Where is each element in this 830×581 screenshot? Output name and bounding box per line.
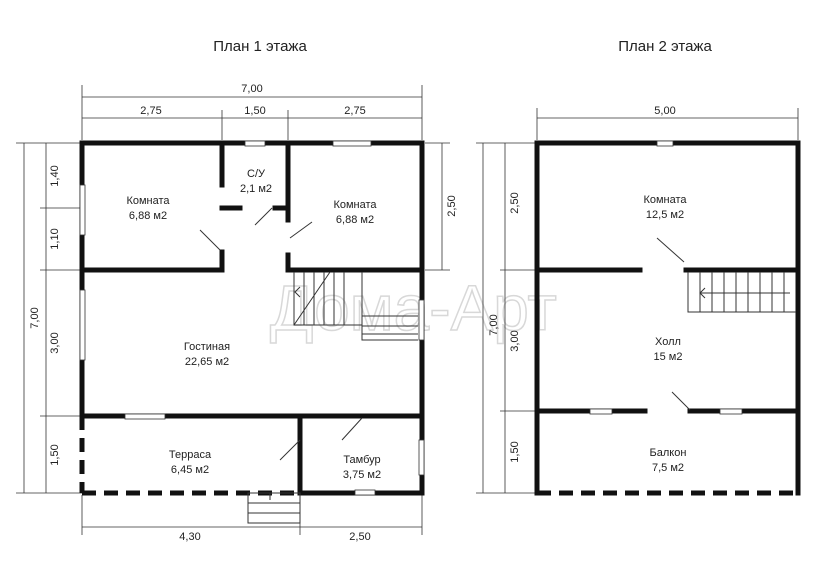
dim-p1-left-1: 1,40 bbox=[49, 165, 61, 186]
dim-p1-bottom-left: 4,30 bbox=[179, 531, 200, 543]
door-swing bbox=[254, 207, 273, 226]
door-swing bbox=[279, 439, 301, 461]
door-swing bbox=[199, 229, 221, 251]
plan-2-windows bbox=[589, 140, 743, 415]
plan-1-room-labels: Комната 6,88 м2 С/У 2,1 м2 Комната 6,88 … bbox=[126, 168, 381, 481]
dim-p1-bottom-right: 2,50 bbox=[349, 531, 370, 543]
room-area: 6,45 м2 bbox=[171, 464, 209, 476]
plan-1-windows bbox=[79, 140, 425, 496]
dim-p1-right-1: 2,50 bbox=[446, 195, 458, 216]
plan-2-left-dimensions: 7,00 2,50 3,00 1,50 bbox=[476, 142, 537, 494]
window bbox=[79, 289, 86, 361]
door-swing bbox=[289, 221, 313, 239]
plan-1: План 1 этажа 7,00 2,75 1,50 2,75 7,00 1,… bbox=[16, 38, 458, 543]
window bbox=[656, 140, 674, 147]
plan-1-title: План 1 этажа bbox=[213, 38, 307, 55]
room-area: 12,5 м2 bbox=[646, 209, 684, 221]
door-swing bbox=[671, 391, 691, 411]
room-area: 6,88 м2 bbox=[336, 214, 374, 226]
room-name: Тамбур bbox=[343, 454, 380, 466]
plan-1-entrance-steps bbox=[247, 492, 301, 524]
room-name: Комната bbox=[333, 199, 377, 211]
window bbox=[719, 408, 743, 415]
plan-1-right-dimensions: 2,50 bbox=[425, 142, 458, 271]
plan-2-doors bbox=[656, 237, 691, 411]
plan-2: План 2 этажа 5,00 7,00 2,50 3,00 1,50 bbox=[476, 38, 801, 496]
plan-1-left-dimensions: 7,00 1,40 1,10 3,00 1,50 bbox=[16, 142, 82, 494]
room-name: С/У bbox=[247, 168, 266, 180]
door-swing bbox=[341, 417, 363, 441]
window bbox=[79, 184, 86, 236]
dim-p2-left-3: 1,50 bbox=[509, 441, 521, 462]
window bbox=[124, 413, 166, 420]
window bbox=[418, 299, 425, 341]
watermark-logo: Дома-Арт bbox=[270, 272, 557, 344]
room-name: Балкон bbox=[650, 447, 687, 459]
window bbox=[332, 140, 372, 147]
plan-1-bottom-dimensions: 4,30 2,50 bbox=[81, 495, 423, 543]
room-area: 2,1 м2 bbox=[240, 183, 272, 195]
dim-p1-top-mid: 1,50 bbox=[244, 105, 265, 117]
window bbox=[354, 489, 376, 496]
window bbox=[418, 439, 425, 476]
room-area: 6,88 м2 bbox=[129, 210, 167, 222]
room-area: 7,5 м2 bbox=[652, 462, 684, 474]
plan-2-top-dimensions: 5,00 bbox=[536, 105, 799, 140]
plan-2-title: План 2 этажа bbox=[618, 38, 712, 55]
dim-p1-top-left: 2,75 bbox=[140, 105, 161, 117]
dim-p1-top-right: 2,75 bbox=[344, 105, 365, 117]
dim-p1-left-total: 7,00 bbox=[29, 307, 41, 328]
room-name: Комната bbox=[643, 194, 687, 206]
window bbox=[589, 408, 613, 415]
room-name: Комната bbox=[126, 195, 170, 207]
room-name: Терраса bbox=[169, 449, 212, 461]
plan-1-doors bbox=[199, 207, 363, 461]
window bbox=[244, 140, 266, 147]
door-swing bbox=[656, 237, 685, 263]
dim-p1-left-4: 1,50 bbox=[49, 444, 61, 465]
plan-2-room-labels: Комната 12,5 м2 Холл 15 м2 Балкон 7,5 м2 bbox=[643, 194, 687, 474]
dim-p2-left-2: 3,00 bbox=[509, 330, 521, 351]
room-area: 22,65 м2 bbox=[185, 356, 229, 368]
dim-p1-left-3: 3,00 bbox=[49, 332, 61, 353]
room-name: Холл bbox=[655, 336, 681, 348]
dim-p2-left-1: 2,50 bbox=[509, 192, 521, 213]
dim-p2-top-total: 5,00 bbox=[654, 105, 675, 117]
dim-p2-left-total: 7,00 bbox=[488, 314, 500, 335]
room-name: Гостиная bbox=[184, 341, 230, 353]
dim-p1-top-total: 7,00 bbox=[241, 83, 262, 95]
plan-2-stairs bbox=[687, 272, 796, 313]
room-area: 3,75 м2 bbox=[343, 469, 381, 481]
plan-1-top-dimensions: 7,00 2,75 1,50 2,75 bbox=[81, 83, 423, 140]
plan-1-stairs bbox=[293, 271, 418, 341]
room-area: 15 м2 bbox=[654, 351, 683, 363]
dim-p1-left-2: 1,10 bbox=[49, 228, 61, 249]
